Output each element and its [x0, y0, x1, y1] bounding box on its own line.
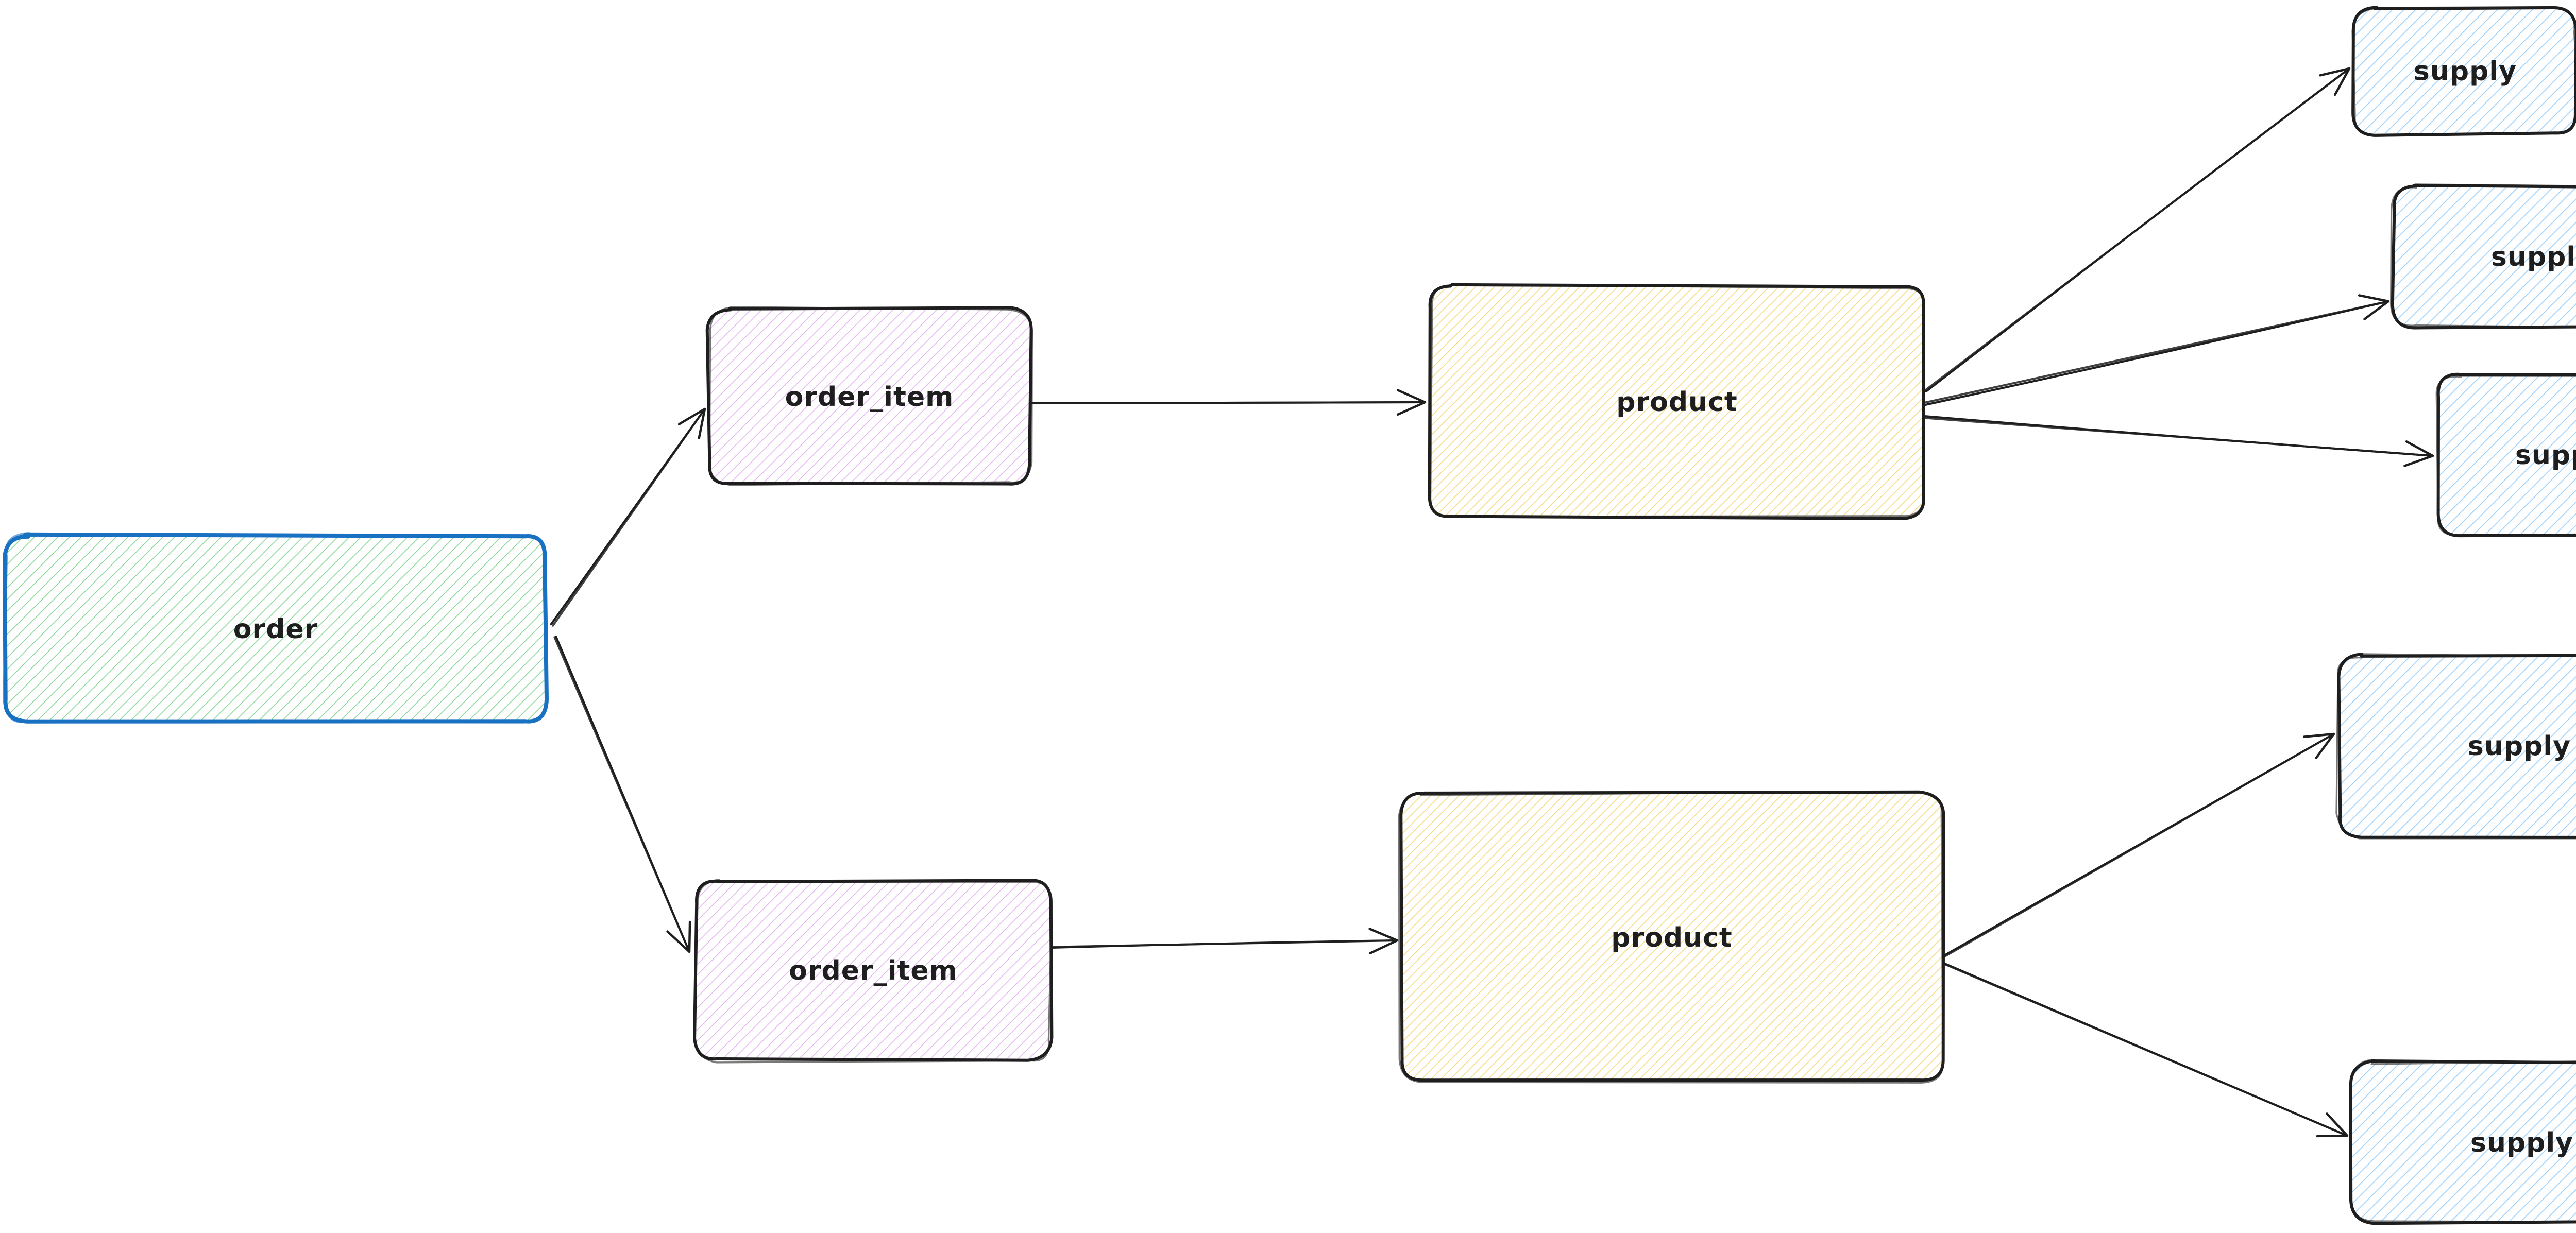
- node-label-supply_t2: supply: [2491, 242, 2576, 272]
- edge-line: [1029, 401, 1426, 404]
- node-fill: [695, 882, 1052, 1059]
- edge-line: [1942, 962, 2348, 1137]
- node-outline: [2350, 1059, 2576, 1223]
- node-outline: [708, 306, 1033, 486]
- edge-line: [553, 636, 690, 953]
- node-label-order_item_top: order_item: [785, 382, 954, 413]
- node-label-supply_b1: supply: [2468, 731, 2571, 762]
- arrow-head-icon: [2403, 440, 2434, 467]
- node-outline: [2435, 375, 2576, 536]
- node-outline: [2337, 653, 2576, 839]
- edge-order_item_top-to-product_top[interactable]: [1029, 389, 1427, 416]
- node-supply_t1[interactable]: supply: [2351, 6, 2576, 138]
- edge-line: [1923, 300, 2389, 404]
- edge-line: [1924, 67, 2350, 391]
- node-product_bottom[interactable]: product: [1398, 790, 1945, 1084]
- edge-line: [1924, 417, 2434, 457]
- node-label-order_item_bottom: order_item: [789, 955, 958, 986]
- node-outline: [693, 879, 1053, 1064]
- node-fill: [2437, 375, 2576, 535]
- node-fill: [2354, 7, 2576, 134]
- node-label-product_top: product: [1616, 387, 1738, 418]
- edge-product_top-to-supply_t2[interactable]: [1923, 294, 2390, 406]
- node-fill: [708, 308, 1030, 486]
- arrow-head-icon: [1368, 928, 1399, 955]
- arrow-head-icon: [2319, 67, 2351, 96]
- node-outline: [2351, 6, 2576, 138]
- edge-product_top-to-supply_t3[interactable]: [1923, 415, 2434, 467]
- node-label-product_bottom: product: [1611, 922, 1733, 953]
- arrow-head-icon: [2303, 732, 2335, 759]
- node-label-order: order: [233, 614, 318, 645]
- arrow-head-icon: [677, 407, 706, 440]
- node-label-supply_t1: supply: [2414, 56, 2517, 87]
- node-supply_t2[interactable]: supply: [2390, 183, 2576, 330]
- node-outline: [3, 532, 548, 724]
- node-outline: [1429, 284, 1925, 518]
- node-label-supply_t3: supply: [2515, 440, 2576, 471]
- node-order_item_bottom[interactable]: order_item: [693, 879, 1054, 1064]
- node-outline: [2436, 372, 2576, 538]
- edge-order_item_bottom-to-product_bottom[interactable]: [1050, 928, 1399, 955]
- node-outline: [1398, 791, 1944, 1084]
- edge-product_bottom-to-supply_b2[interactable]: [1942, 962, 2349, 1138]
- edge-line: [1050, 939, 1398, 948]
- edge-line: [552, 408, 706, 627]
- node-product_top[interactable]: product: [1428, 283, 1925, 520]
- arrow-head-icon: [1396, 389, 1427, 416]
- edge-product_top-to-supply_t1[interactable]: [1924, 67, 2351, 392]
- edge-order-to-order_item_bottom[interactable]: [553, 636, 691, 953]
- node-fill: [1429, 284, 1925, 518]
- edge-order-to-order_item_top[interactable]: [550, 407, 706, 627]
- node-fill: [2338, 655, 2576, 836]
- arrow-head-icon: [2316, 1112, 2349, 1138]
- node-label-supply_b2: supply: [2470, 1127, 2573, 1158]
- node-outline: [2335, 653, 2576, 840]
- arrow-head-icon: [666, 920, 691, 953]
- node-order[interactable]: order: [3, 532, 549, 724]
- nodes-layer: orderorder_itemorder_itemproductproducts…: [3, 6, 2576, 1225]
- node-fill: [1400, 792, 1944, 1083]
- node-fill: [2393, 186, 2576, 327]
- node-supply_t3[interactable]: supply: [2435, 372, 2576, 538]
- edge-line: [1943, 733, 2335, 958]
- node-outline: [2390, 183, 2576, 328]
- node-supply_b2[interactable]: supply: [2349, 1059, 2576, 1225]
- arrow-head-icon: [2358, 294, 2390, 320]
- node-fill: [2351, 1061, 2576, 1224]
- node-fill: [5, 534, 547, 724]
- node-supply_b1[interactable]: supply: [2335, 653, 2576, 840]
- edges-layer: [550, 67, 2434, 1138]
- node-order_item_top[interactable]: order_item: [705, 306, 1033, 486]
- edge-product_bottom-to-supply_b1[interactable]: [1943, 732, 2335, 958]
